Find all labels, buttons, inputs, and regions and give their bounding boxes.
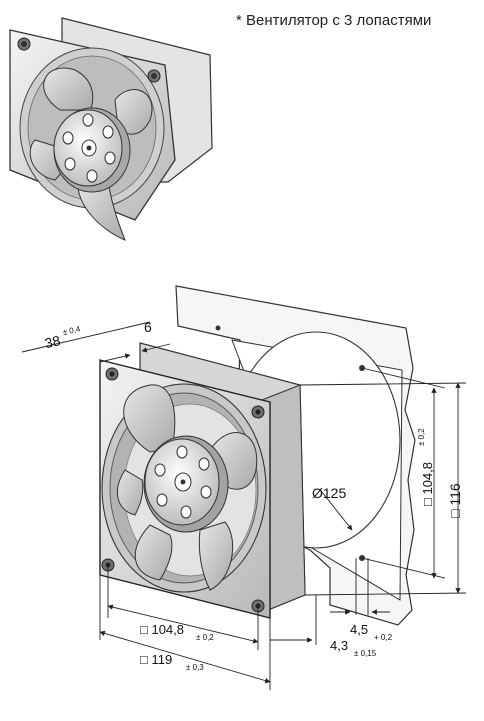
dim-depth-tol: ± 0,4	[62, 324, 82, 337]
dim-diameter-value: Ø125	[312, 485, 346, 501]
dim-depth-value: 38	[43, 332, 62, 351]
dim-holedia1-tol: + 0,2	[374, 633, 393, 642]
dim-holedia2-value: 4,3	[330, 638, 348, 653]
dimension-lines	[21, 321, 467, 690]
dim-flange-value: 6	[144, 319, 152, 335]
dim-size-v-value: □ 116	[447, 483, 463, 518]
note-caption: * Вентилятор с 3 лопастями	[236, 12, 432, 29]
dim-holespacing-v-value: □ 104,8	[420, 462, 435, 506]
dim-size-h-tol: ± 0,3	[186, 663, 204, 672]
dim-holedia2-tol: ± 0,15	[354, 649, 377, 658]
dim-holespacing-h-tol: ± 0,2	[196, 633, 214, 642]
dim-holedia1-value: 4,5	[350, 622, 368, 637]
dim-size-h-value: □ 119	[140, 652, 172, 667]
fan-main-view	[99, 342, 306, 619]
dim-holespacing-h-value: □ 104,8	[140, 622, 184, 637]
fan-detail-view	[9, 17, 213, 241]
dimension-labels: 38 ± 0,4 6 Ø125 □ 104,8 ± 0,2 □ 116 □ 10…	[43, 319, 463, 672]
dim-holespacing-v-tol: ± 0,2	[417, 428, 426, 446]
